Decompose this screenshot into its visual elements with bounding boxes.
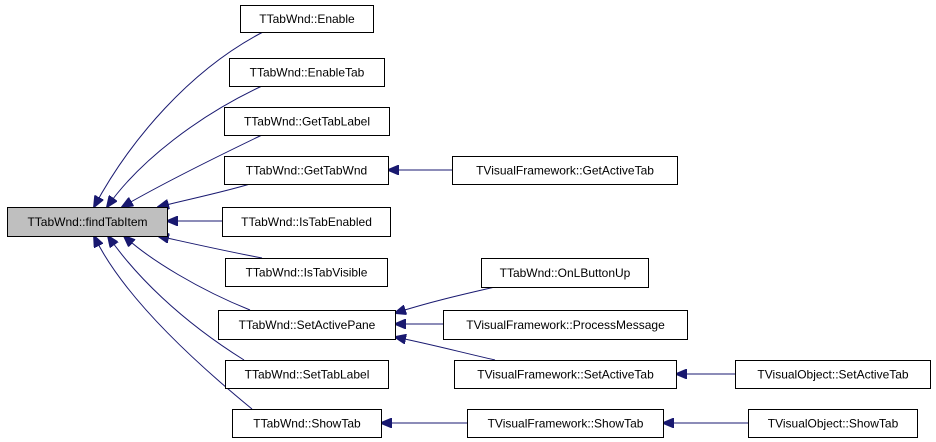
node-VF_ProcessMessage[interactable]: TVisualFramework::ProcessMessage xyxy=(443,310,688,340)
node-label: TTabWnd::GetTabWnd xyxy=(246,164,367,178)
edges-layer xyxy=(94,31,748,423)
node-box xyxy=(225,258,388,287)
node-box xyxy=(443,310,688,340)
node-box xyxy=(222,207,391,237)
edge-VF_SetActiveTab-to-SetActivePane xyxy=(395,337,496,361)
node-box xyxy=(481,258,649,288)
node-VO_ShowTab[interactable]: TVisualObject::ShowTab xyxy=(748,409,918,438)
edge-EnableTab-to-findTabItem xyxy=(107,85,263,207)
edge-SetTabLabel-to-findTabItem xyxy=(108,236,245,361)
edge-IsTabVisible-to-findTabItem xyxy=(158,236,263,259)
nodes-layer: TTabWnd::findTabItem TTabWnd::EnableTTabW… xyxy=(7,5,931,438)
node-label: TTabWnd::IsTabEnabled xyxy=(241,215,372,229)
node-label: TTabWnd::GetTabLabel xyxy=(244,115,370,129)
node-GetTabWnd[interactable]: TTabWnd::GetTabWnd xyxy=(224,156,389,185)
node-box xyxy=(748,409,918,438)
edge-GetTabLabel-to-findTabItem xyxy=(122,134,263,207)
node-GetTabLabel[interactable]: TTabWnd::GetTabLabel xyxy=(224,107,390,136)
node-label: TVisualFramework::ShowTab xyxy=(488,417,644,431)
node-box xyxy=(467,409,664,438)
node-box xyxy=(240,5,374,33)
node-label: TTabWnd::ShowTab xyxy=(253,417,361,431)
node-box xyxy=(452,156,678,185)
node-box xyxy=(7,207,168,237)
node-ShowTab[interactable]: TTabWnd::ShowTab xyxy=(232,409,382,438)
node-EnableTab[interactable]: TTabWnd::EnableTab xyxy=(229,58,385,87)
node-IsTabVisible[interactable]: TTabWnd::IsTabVisible xyxy=(225,258,388,287)
node-box xyxy=(454,360,677,389)
edge-GetTabWnd-to-findTabItem xyxy=(158,183,251,207)
node-box xyxy=(224,156,389,185)
node-VF_SetActiveTab[interactable]: TVisualFramework::SetActiveTab xyxy=(454,360,677,389)
node-VF_GetActiveTab[interactable]: TVisualFramework::GetActiveTab xyxy=(452,156,678,185)
node-box xyxy=(735,360,931,389)
node-box xyxy=(229,58,385,87)
node-label: TTabWnd::EnableTab xyxy=(250,66,365,80)
node-label: TVisualFramework::SetActiveTab xyxy=(477,368,654,382)
node-label: TVisualObject::ShowTab xyxy=(768,417,899,431)
node-label: TTabWnd::SetActivePane xyxy=(239,318,376,332)
node-VO_SetActiveTab[interactable]: TVisualObject::SetActiveTab xyxy=(735,360,931,389)
node-label: TTabWnd::SetTabLabel xyxy=(245,368,370,382)
node-box xyxy=(218,310,396,340)
node-label: TVisualObject::SetActiveTab xyxy=(757,368,909,382)
node-label: TTabWnd::OnLButtonUp xyxy=(500,266,631,280)
node-box xyxy=(232,409,382,438)
node-IsTabEnabled[interactable]: TTabWnd::IsTabEnabled xyxy=(222,207,391,237)
edge-Enable-to-findTabItem xyxy=(94,31,264,207)
node-label: TVisualFramework::ProcessMessage xyxy=(466,318,665,332)
node-box xyxy=(225,360,389,389)
node-label: TTabWnd::findTabItem xyxy=(27,215,147,229)
node-label: TTabWnd::IsTabVisible xyxy=(246,266,368,280)
node-SetTabLabel[interactable]: TTabWnd::SetTabLabel xyxy=(225,360,389,389)
node-VF_ShowTab[interactable]: TVisualFramework::ShowTab xyxy=(467,409,664,438)
node-label: TVisualFramework::GetActiveTab xyxy=(476,164,654,178)
edge-OnLButtonUp-to-SetActivePane xyxy=(395,286,496,313)
edge-SetActivePane-to-findTabItem xyxy=(124,236,251,311)
node-OnLButtonUp[interactable]: TTabWnd::OnLButtonUp xyxy=(481,258,649,288)
node-Enable[interactable]: TTabWnd::Enable xyxy=(240,5,374,33)
node-SetActivePane[interactable]: TTabWnd::SetActivePane xyxy=(218,310,396,340)
node-findTabItem[interactable]: TTabWnd::findTabItem xyxy=(7,207,168,237)
node-label: TTabWnd::Enable xyxy=(259,12,355,26)
node-box xyxy=(224,107,390,136)
